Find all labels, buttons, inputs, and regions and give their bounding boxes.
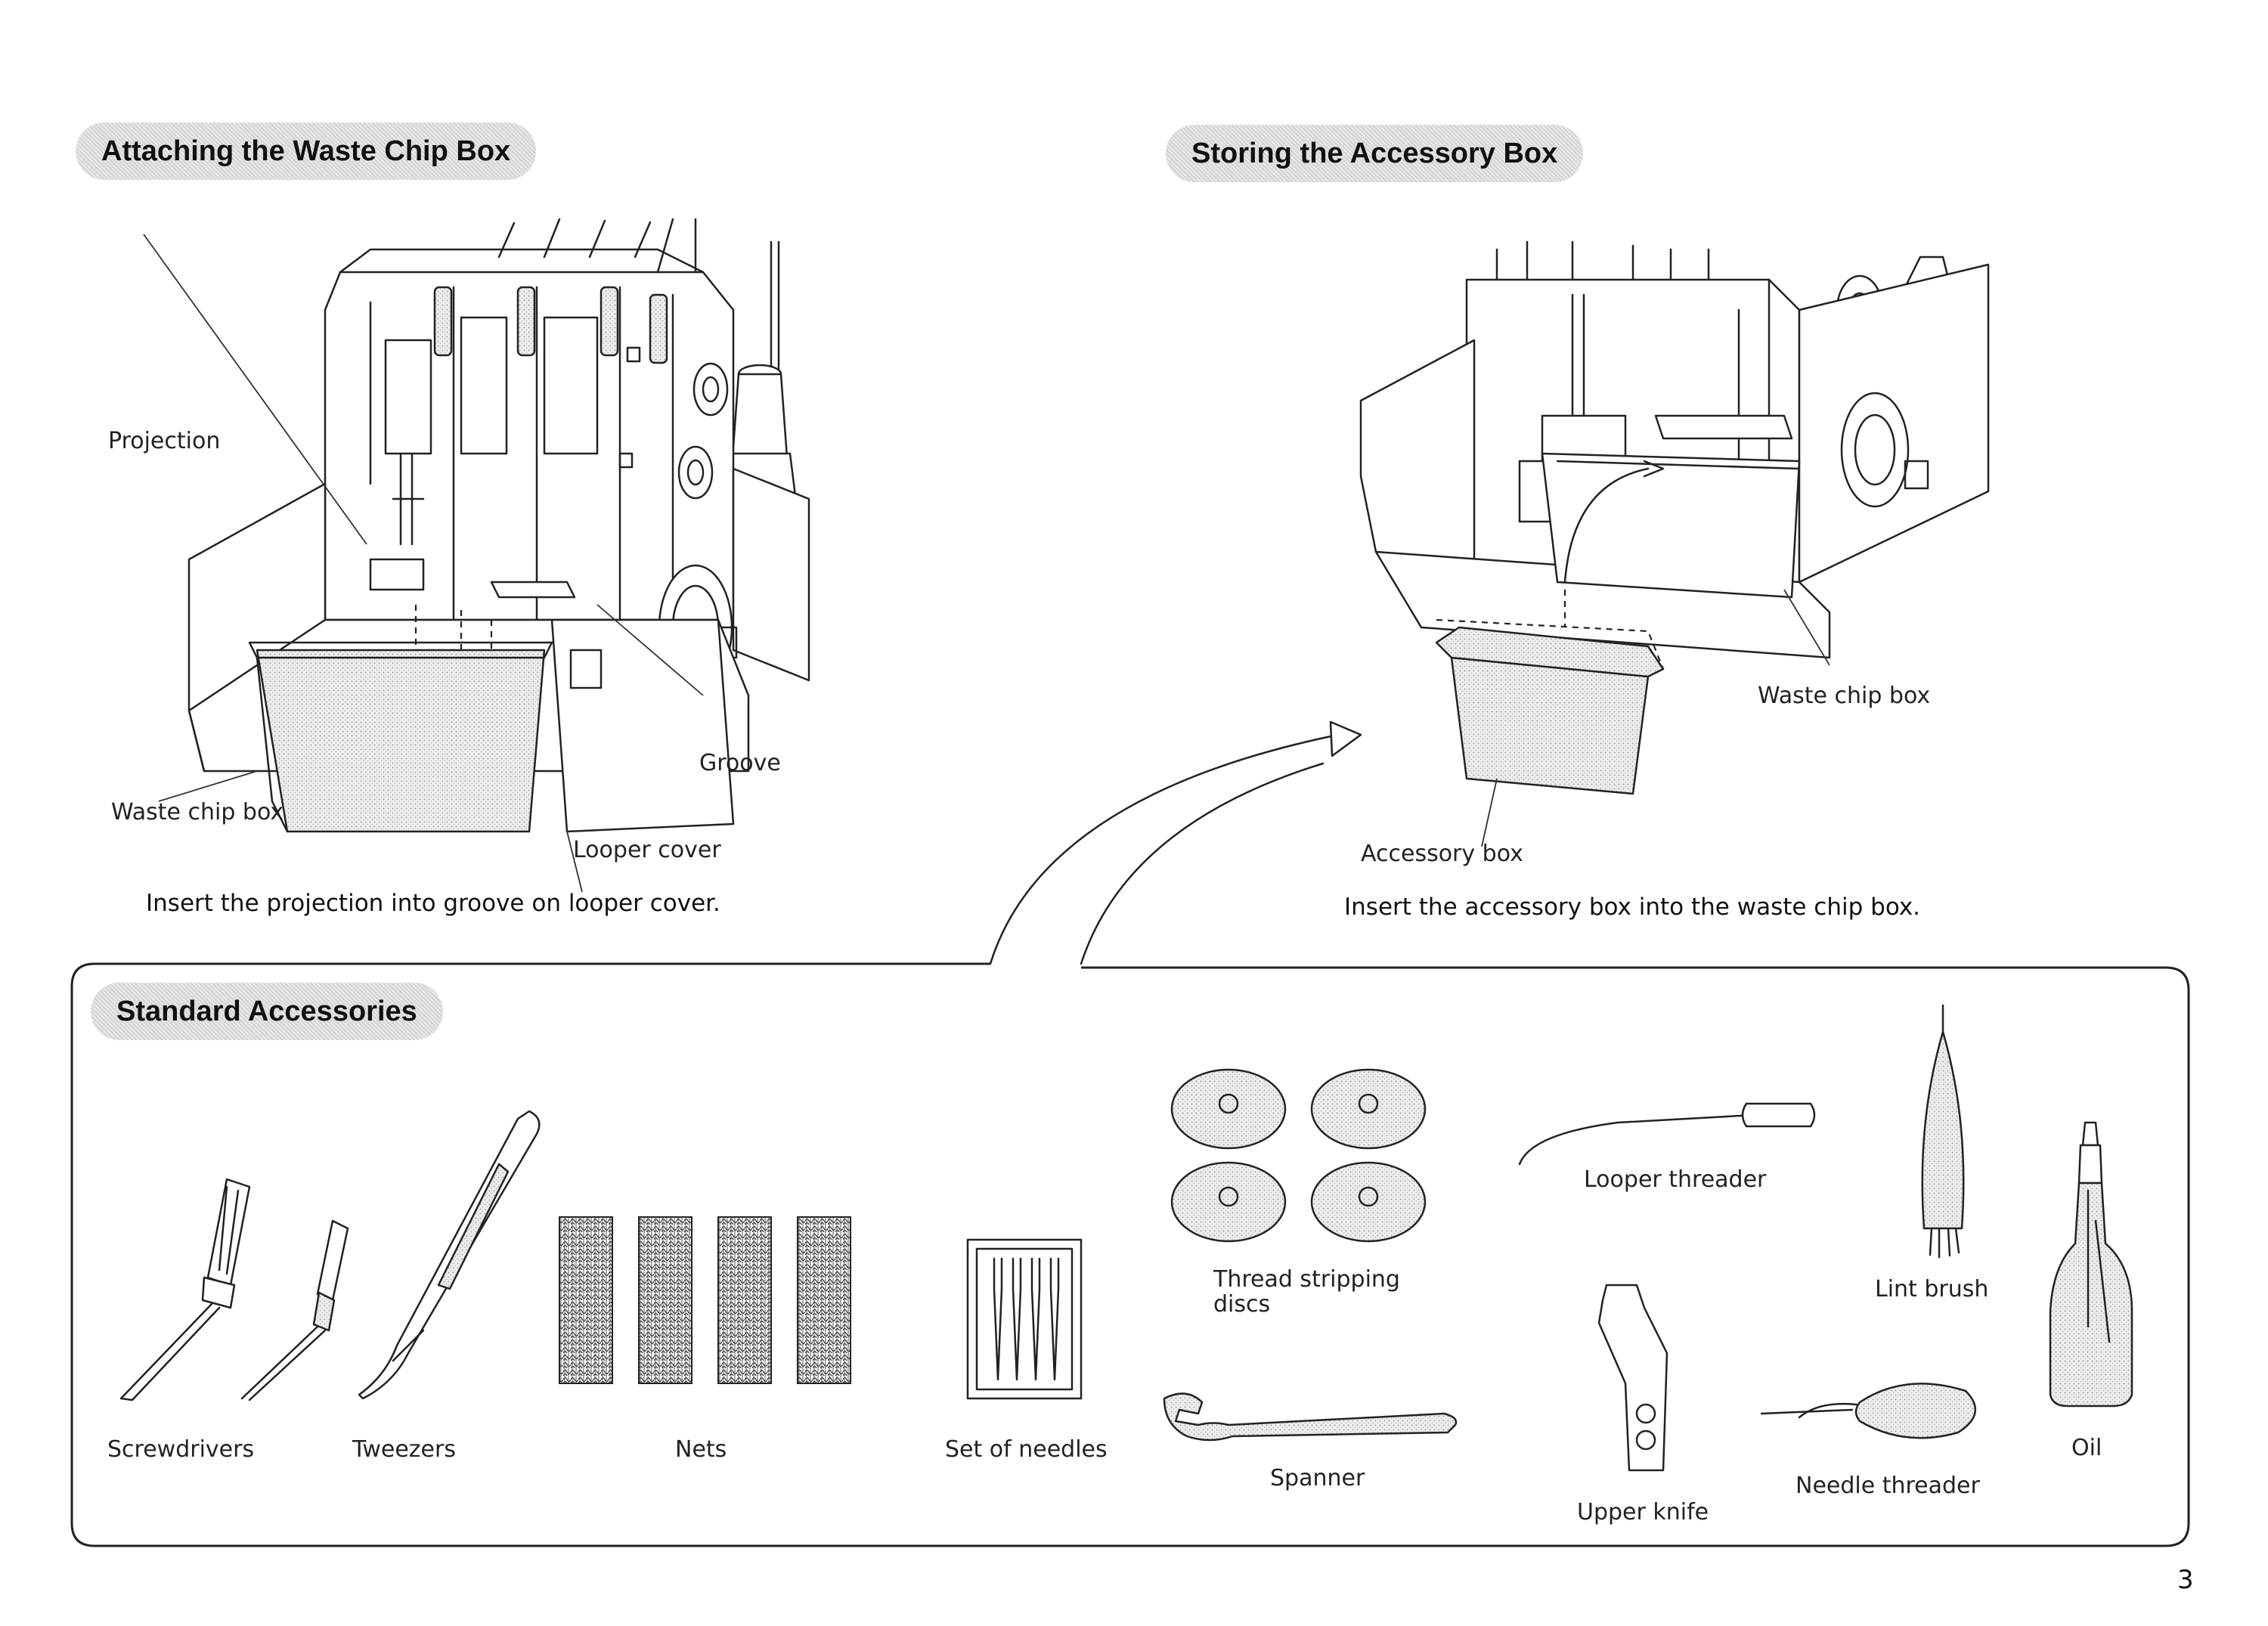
accessory-box-section-title: Storing the Accessory Box [1166, 125, 1584, 182]
groove-label: Groove [699, 750, 781, 776]
waste-chip-box-label-2: Waste chip box [1758, 683, 1931, 709]
screwdrivers-label: Screwdrivers [107, 1436, 255, 1463]
overlocker-front-illustration [174, 227, 809, 832]
nets-icon [556, 1209, 866, 1391]
looper-threader-label: Looper threader [1584, 1166, 1767, 1193]
projection-label: Projection [108, 428, 221, 454]
discs-label-line2: discs [1213, 1291, 1271, 1318]
accessory-box-caption: Insert the accessory box into the waste … [1344, 894, 1921, 921]
nets-label: Nets [675, 1436, 727, 1463]
needles-icon [960, 1232, 1089, 1406]
tweezers-label: Tweezers [352, 1436, 456, 1463]
waste-chip-caption: Insert the projection into groove on loo… [146, 890, 720, 917]
spanner-icon [1157, 1383, 1467, 1444]
thread-stripping-discs-icon [1168, 1062, 1440, 1251]
lint-brush-label: Lint brush [1875, 1276, 1989, 1302]
curved-arrow [975, 703, 1368, 983]
standard-accessories-title: Standard Accessories [91, 983, 443, 1040]
oil-bottle-icon [2041, 1115, 2147, 1417]
needle-threader-icon [1754, 1376, 1981, 1451]
needles-label: Set of needles [945, 1436, 1108, 1463]
upper-knife-label: Upper knife [1577, 1499, 1709, 1525]
accessory-box-label: Accessory box [1361, 841, 1523, 867]
spanner-label: Spanner [1270, 1465, 1365, 1491]
discs-label-line1: Thread stripping [1213, 1266, 1400, 1293]
screwdrivers-icon [106, 1164, 355, 1406]
waste-chip-box-label: Waste chip box [111, 799, 284, 825]
page-number: 3 [2177, 1565, 2194, 1595]
needle-threader-label: Needle threader [1796, 1473, 1980, 1499]
upper-knife-icon [1584, 1278, 1690, 1482]
waste-chip-section-title: Attaching the Waste Chip Box [76, 122, 537, 180]
lint-brush-icon [1901, 1002, 1977, 1259]
looper-threader-icon [1512, 1089, 1822, 1172]
tweezers-icon [348, 1104, 552, 1406]
overlocker-accessory-illustration [1346, 234, 2011, 832]
oil-label: Oil [2071, 1435, 2102, 1461]
looper-cover-label: Looper cover [573, 837, 721, 863]
